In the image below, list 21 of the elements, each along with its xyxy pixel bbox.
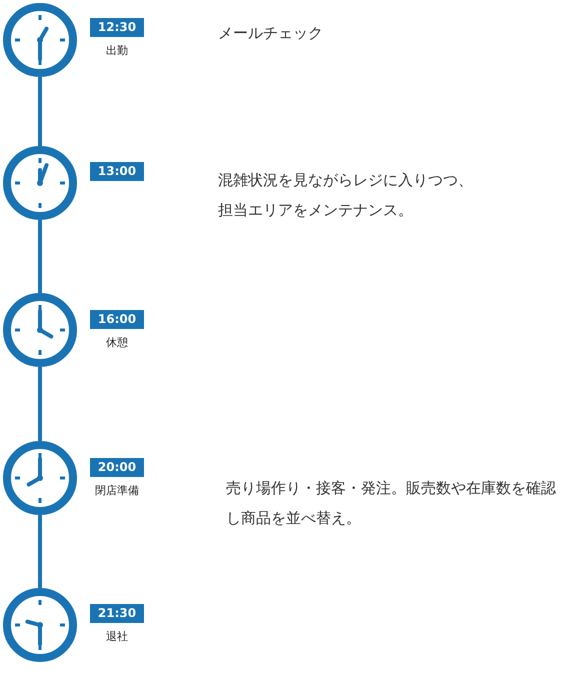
event-label: 出勤 bbox=[105, 43, 129, 58]
time-badge: 16:00 bbox=[90, 310, 144, 329]
description-text: メールチェック bbox=[218, 23, 324, 44]
time-badge: 20:00 bbox=[90, 458, 144, 477]
description-text: 混雑状況を見ながらレジに入りつつ、担当エリアをメンテナンス。 bbox=[218, 170, 474, 221]
description-text: 売り場作り・接客・発注。販売数や在庫数を確認し商品を並べ替え。 bbox=[226, 478, 557, 529]
clock-icon bbox=[2, 587, 78, 663]
timeline-line bbox=[38, 77, 42, 146]
time-badge: 12:30 bbox=[90, 18, 144, 37]
event-label: 閉店準備 bbox=[94, 483, 140, 498]
clock-icon bbox=[2, 145, 78, 221]
time-badge: 13:00 bbox=[90, 162, 144, 181]
clock-icon bbox=[2, 440, 78, 516]
clock-icon bbox=[2, 2, 78, 78]
event-label: 退社 bbox=[105, 629, 129, 644]
timeline-line bbox=[38, 367, 42, 441]
event-label: 休憩 bbox=[105, 335, 129, 350]
timeline-line bbox=[38, 515, 42, 588]
timeline-line bbox=[38, 220, 42, 293]
clock-icon bbox=[2, 292, 78, 368]
time-badge: 21:30 bbox=[90, 604, 144, 623]
